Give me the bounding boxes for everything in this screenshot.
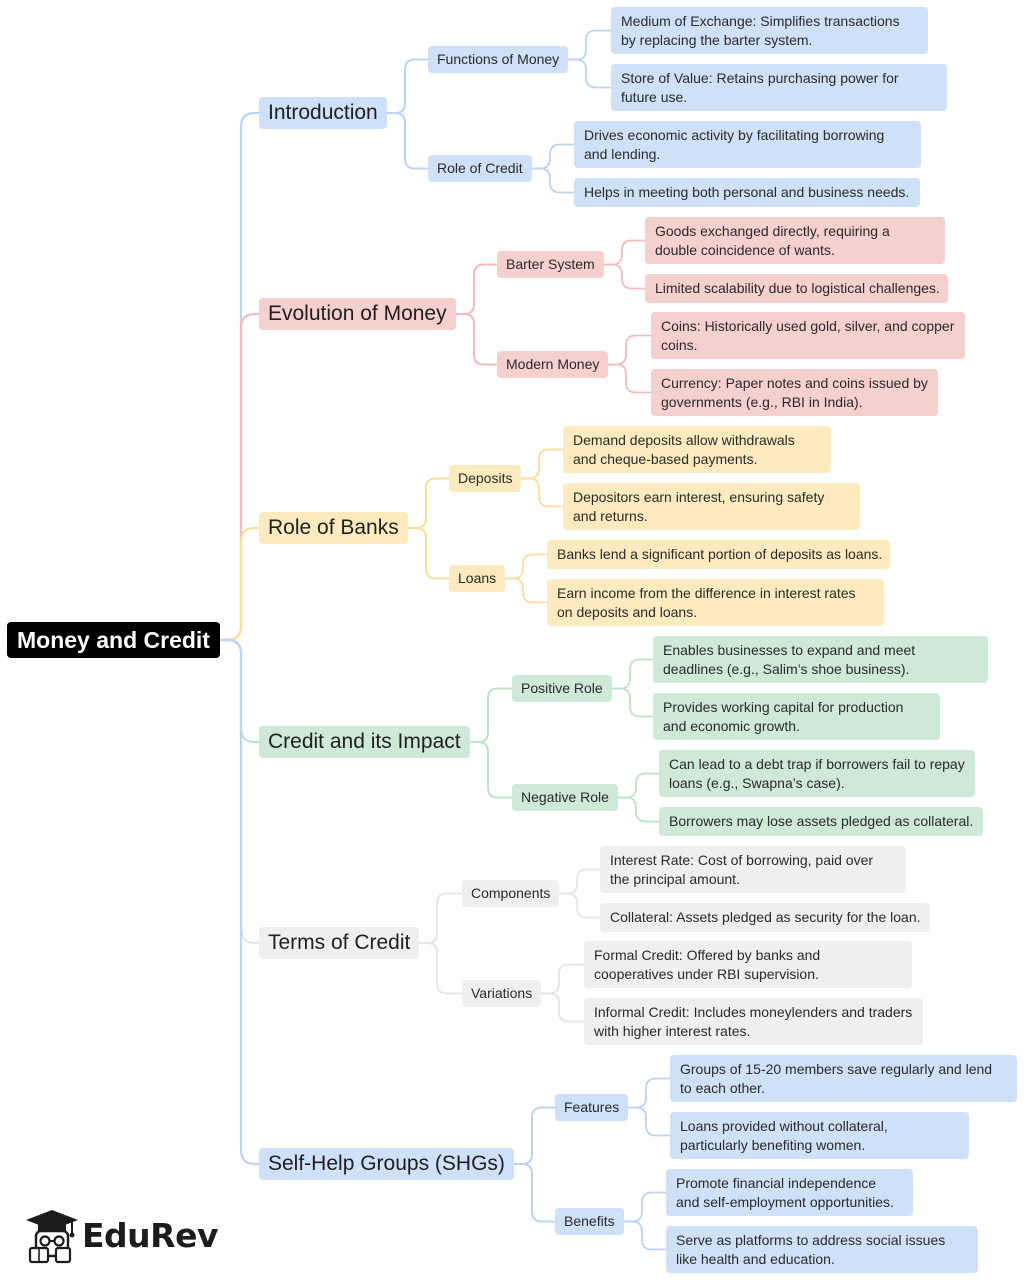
leaf-enables-businesses: Enables businesses to expand and meet de… [653,636,988,683]
connector-line [220,638,259,744]
connector-line [456,263,497,315]
leaf-coins: Coins: Historically used gold, silver, a… [651,312,965,359]
leaf-medium-of-exchange: Medium of Exchange: Simplifies transacti… [611,7,928,54]
leaf-informal-credit: Informal Credit: Includes moneylenders a… [584,998,923,1045]
branch-terms-of-credit: Terms of Credit [259,927,420,959]
leaf-working-capital: Provides working capital for production … [653,693,940,740]
connector-line [608,334,651,366]
connector-line [532,167,574,194]
connector-line [220,638,259,945]
connector-line [618,772,659,799]
subtopic-barter-system: Barter System [497,251,604,278]
connector-line [419,942,462,995]
connector-line [470,741,512,799]
leaf-currency: Currency: Paper notes and coins issued b… [651,369,938,416]
connector-line [419,892,462,944]
connector-line [568,58,611,89]
connector-line [220,638,259,1166]
edurev-logo-text: EduRev [82,1216,218,1255]
connector-line [541,963,584,995]
leaf-interest-rate: Interest Rate: Cost of borrowing, paid o… [600,846,906,893]
connector-line [559,892,600,919]
subtopic-role-of-credit: Role of Credit [428,155,532,182]
subtopic-deposits: Deposits [449,465,522,492]
connector-line [541,992,584,1023]
leaf-formal-credit: Formal Credit: Offered by banks and coop… [584,941,912,988]
connector-line [514,1106,555,1165]
leaf-lose-assets: Borrowers may lose assets pledged as col… [659,807,983,836]
subtopic-features: Features [555,1094,629,1121]
connector-line [521,477,563,508]
connector-line [505,553,547,580]
connector-line [532,143,574,170]
connector-line [608,363,651,394]
connector-line [612,658,653,690]
leaf-loans-without-collateral: Loans provided without collateral, parti… [670,1112,969,1159]
leaf-collateral: Collateral: Assets pledged as security f… [600,903,930,932]
connector-line [456,313,497,366]
leaf-earn-income: Earn income from the difference in inter… [547,579,884,626]
branch-role-of-banks: Role of Banks [259,512,408,544]
leaf-drives-economic-activity: Drives economic activity by facilitating… [574,121,921,168]
leaf-social-issues: Serve as platforms to address social iss… [666,1226,978,1273]
branch-self-help-groups: Self-Help Groups (SHGs) [259,1148,514,1180]
leaf-limited-scalability: Limited scalability due to logistical ch… [645,274,948,303]
connector-line [604,239,645,266]
root-node: Money and Credit [7,622,220,658]
connector-line [628,1106,670,1137]
connector-line [408,477,449,529]
connector-line [612,687,653,718]
leaf-goods-exchanged-directly: Goods exchanged directly, requiring a do… [645,217,945,264]
leaf-financial-independence: Promote financial independence and self-… [666,1169,913,1216]
connector-line [628,1077,670,1109]
subtopic-components: Components [462,880,560,907]
connector-line [618,796,659,823]
connector-line [604,263,645,290]
connector-line [568,29,611,61]
branch-credit-and-its-impact: Credit and its Impact [259,726,470,758]
connector-line [408,527,449,580]
subtopic-functions-of-money: Functions of Money [428,46,569,73]
subtopic-benefits: Benefits [555,1208,624,1235]
subtopic-modern-money: Modern Money [497,351,609,378]
connector-line [220,526,259,642]
leaf-personal-business-needs: Helps in meeting both personal and busin… [574,178,920,207]
connector-line [220,111,259,642]
leaf-store-of-value: Store of Value: Retains purchasing power… [611,64,947,111]
subtopic-variations: Variations [462,980,542,1007]
connector-line [514,1163,555,1223]
connector-line [505,577,547,604]
connector-line [470,687,512,743]
connector-line [559,868,600,895]
subtopic-loans: Loans [449,565,506,592]
leaf-banks-lend: Banks lend a significant portion of depo… [547,540,890,569]
leaf-groups-of-members: Groups of 15-20 members save regularly a… [670,1055,1017,1102]
subtopic-negative-role: Negative Role [512,784,618,811]
leaf-demand-deposits: Demand deposits allow withdrawals and ch… [563,426,831,473]
leaf-debt-trap: Can lead to a debt trap if borrowers fai… [659,750,975,797]
branch-evolution-of-money: Evolution of Money [259,298,456,330]
connector-line [387,58,428,114]
connector-line [624,1191,666,1223]
subtopic-positive-role: Positive Role [512,675,612,702]
connector-line [624,1220,666,1251]
leaf-depositors-earn-interest: Depositors earn interest, ensuring safet… [563,483,860,530]
connector-line [220,312,259,642]
connector-line [387,112,428,170]
branch-introduction: Introduction [259,97,387,129]
connector-line [521,448,563,480]
edurev-logo-icon [26,1210,78,1264]
